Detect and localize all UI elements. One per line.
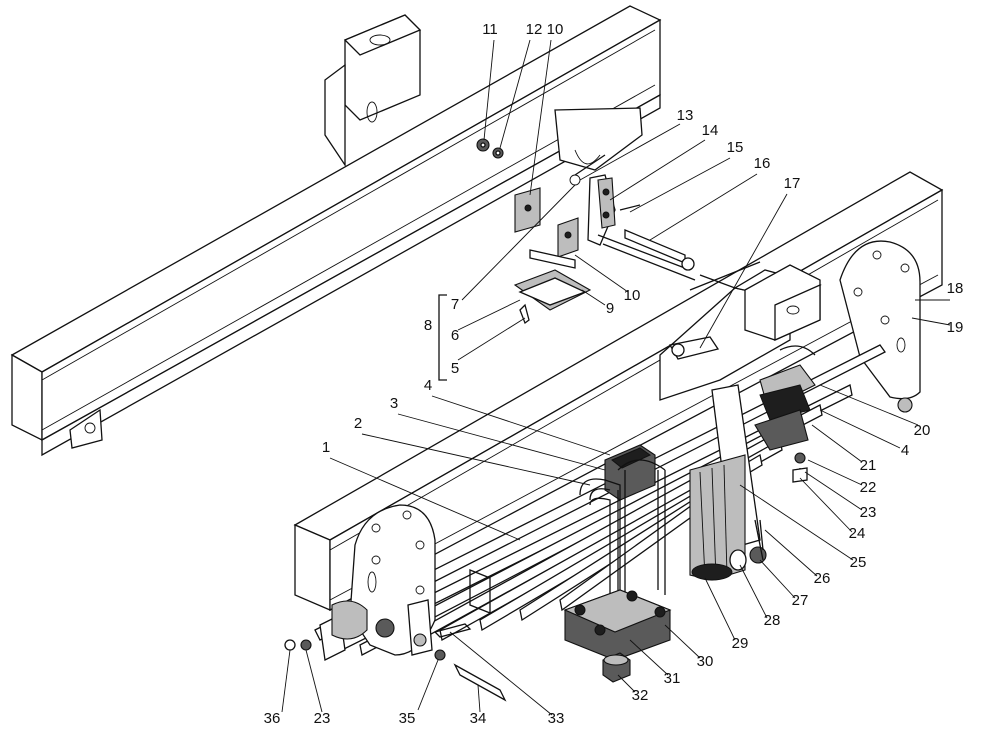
- leader-line-10: [529, 39, 552, 196]
- callout-21: 21: [860, 457, 877, 474]
- leader-line-10: [574, 254, 629, 293]
- leader-line-14: [609, 139, 706, 201]
- rear-hanger-bracket: [839, 240, 921, 413]
- callout-6: 6: [451, 327, 459, 344]
- callout-24: 24: [849, 525, 866, 542]
- leader-line-6: [457, 299, 521, 331]
- callout-3: 3: [390, 395, 398, 412]
- leader-line-30: [664, 624, 701, 659]
- callout-23: 23: [860, 504, 877, 521]
- callout-10: 10: [624, 287, 641, 304]
- leader-line-23: [804, 471, 863, 511]
- callout-20: 20: [914, 422, 931, 439]
- leader-line-16: [649, 173, 758, 241]
- leader-line-5: [457, 317, 526, 361]
- callout-30: 30: [697, 653, 714, 670]
- leader-line-2: [361, 433, 591, 486]
- top-nuts: [476, 138, 504, 159]
- callout-23: 23: [314, 710, 331, 727]
- leader-line-15: [629, 157, 731, 213]
- callout-22: 22: [860, 479, 877, 496]
- left-rail-bracket: [324, 14, 643, 171]
- group-bracket-5-7: [438, 294, 447, 381]
- callout-29: 29: [732, 635, 749, 652]
- leader-line-26: [764, 529, 818, 577]
- callout-12: 12: [526, 21, 543, 38]
- spring-front-eye-parts: [513, 154, 696, 325]
- callout-4: 4: [901, 442, 909, 459]
- left-frame-rail: [10, 5, 662, 457]
- leader-line-23: [305, 649, 323, 713]
- leader-line-32: [617, 674, 636, 693]
- leader-line-35: [417, 659, 439, 711]
- callout-4: 4: [424, 377, 432, 394]
- callout-25: 25: [850, 554, 867, 571]
- callout-36: 36: [264, 710, 281, 727]
- callout-26: 26: [814, 570, 831, 587]
- callout-27: 27: [792, 592, 809, 609]
- callout-15: 15: [727, 139, 744, 156]
- leader-line-34: [477, 684, 481, 713]
- callout-5: 5: [451, 360, 459, 377]
- callout-13: 13: [677, 107, 694, 124]
- callout-2: 2: [354, 415, 362, 432]
- callout-11: 11: [482, 21, 498, 38]
- leader-line-1: [329, 457, 521, 541]
- leader-line-24: [799, 477, 853, 533]
- leader-line-12: [499, 39, 531, 149]
- leader-line-4: [819, 409, 901, 449]
- leader-line-27: [759, 559, 796, 599]
- leader-line-25: [739, 484, 854, 561]
- leader-line-19: [911, 317, 951, 326]
- callout-19: 19: [947, 319, 964, 336]
- leader-line-31: [629, 639, 669, 676]
- side-fasteners: [759, 452, 808, 551]
- callout-7: 7: [451, 296, 459, 313]
- callout-10: 10: [547, 21, 564, 38]
- leader-line-13: [579, 123, 681, 181]
- callout-34: 34: [470, 710, 487, 727]
- leader-line-29: [704, 577, 736, 641]
- leader-line-3: [397, 413, 606, 471]
- leader-line-22: [807, 459, 863, 486]
- callout-14: 14: [702, 122, 719, 139]
- leader-line-4: [431, 395, 611, 456]
- callout-18: 18: [947, 280, 964, 297]
- leader-line-7: [461, 184, 576, 301]
- rear-bumper-stop: [754, 345, 816, 451]
- leader-line-21: [811, 424, 863, 463]
- callout-16: 16: [754, 155, 771, 172]
- leader-line-33: [449, 631, 553, 716]
- front-shackle: [407, 599, 433, 656]
- callout-9: 9: [606, 300, 614, 317]
- leader-line-20: [819, 384, 919, 426]
- bottom-loose-parts: [284, 623, 507, 702]
- callout-32: 32: [632, 687, 649, 704]
- leader-line-28: [739, 564, 768, 619]
- callout-35: 35: [399, 710, 416, 727]
- shock-upper-bracket: [659, 261, 822, 401]
- callout-28: 28: [764, 612, 781, 629]
- callout-1: 1: [322, 439, 330, 456]
- leader-line-11: [483, 39, 495, 141]
- callout-17: 17: [784, 175, 801, 192]
- leader-line-17: [699, 193, 788, 349]
- callout-31: 31: [664, 670, 681, 687]
- leader-line-9: [581, 289, 606, 306]
- shock-absorber: [668, 336, 767, 581]
- leader-line-36: [281, 649, 291, 713]
- axle-clamp-assembly: [563, 444, 672, 683]
- callout-8: 8: [424, 317, 432, 334]
- callout-33: 33: [548, 710, 565, 727]
